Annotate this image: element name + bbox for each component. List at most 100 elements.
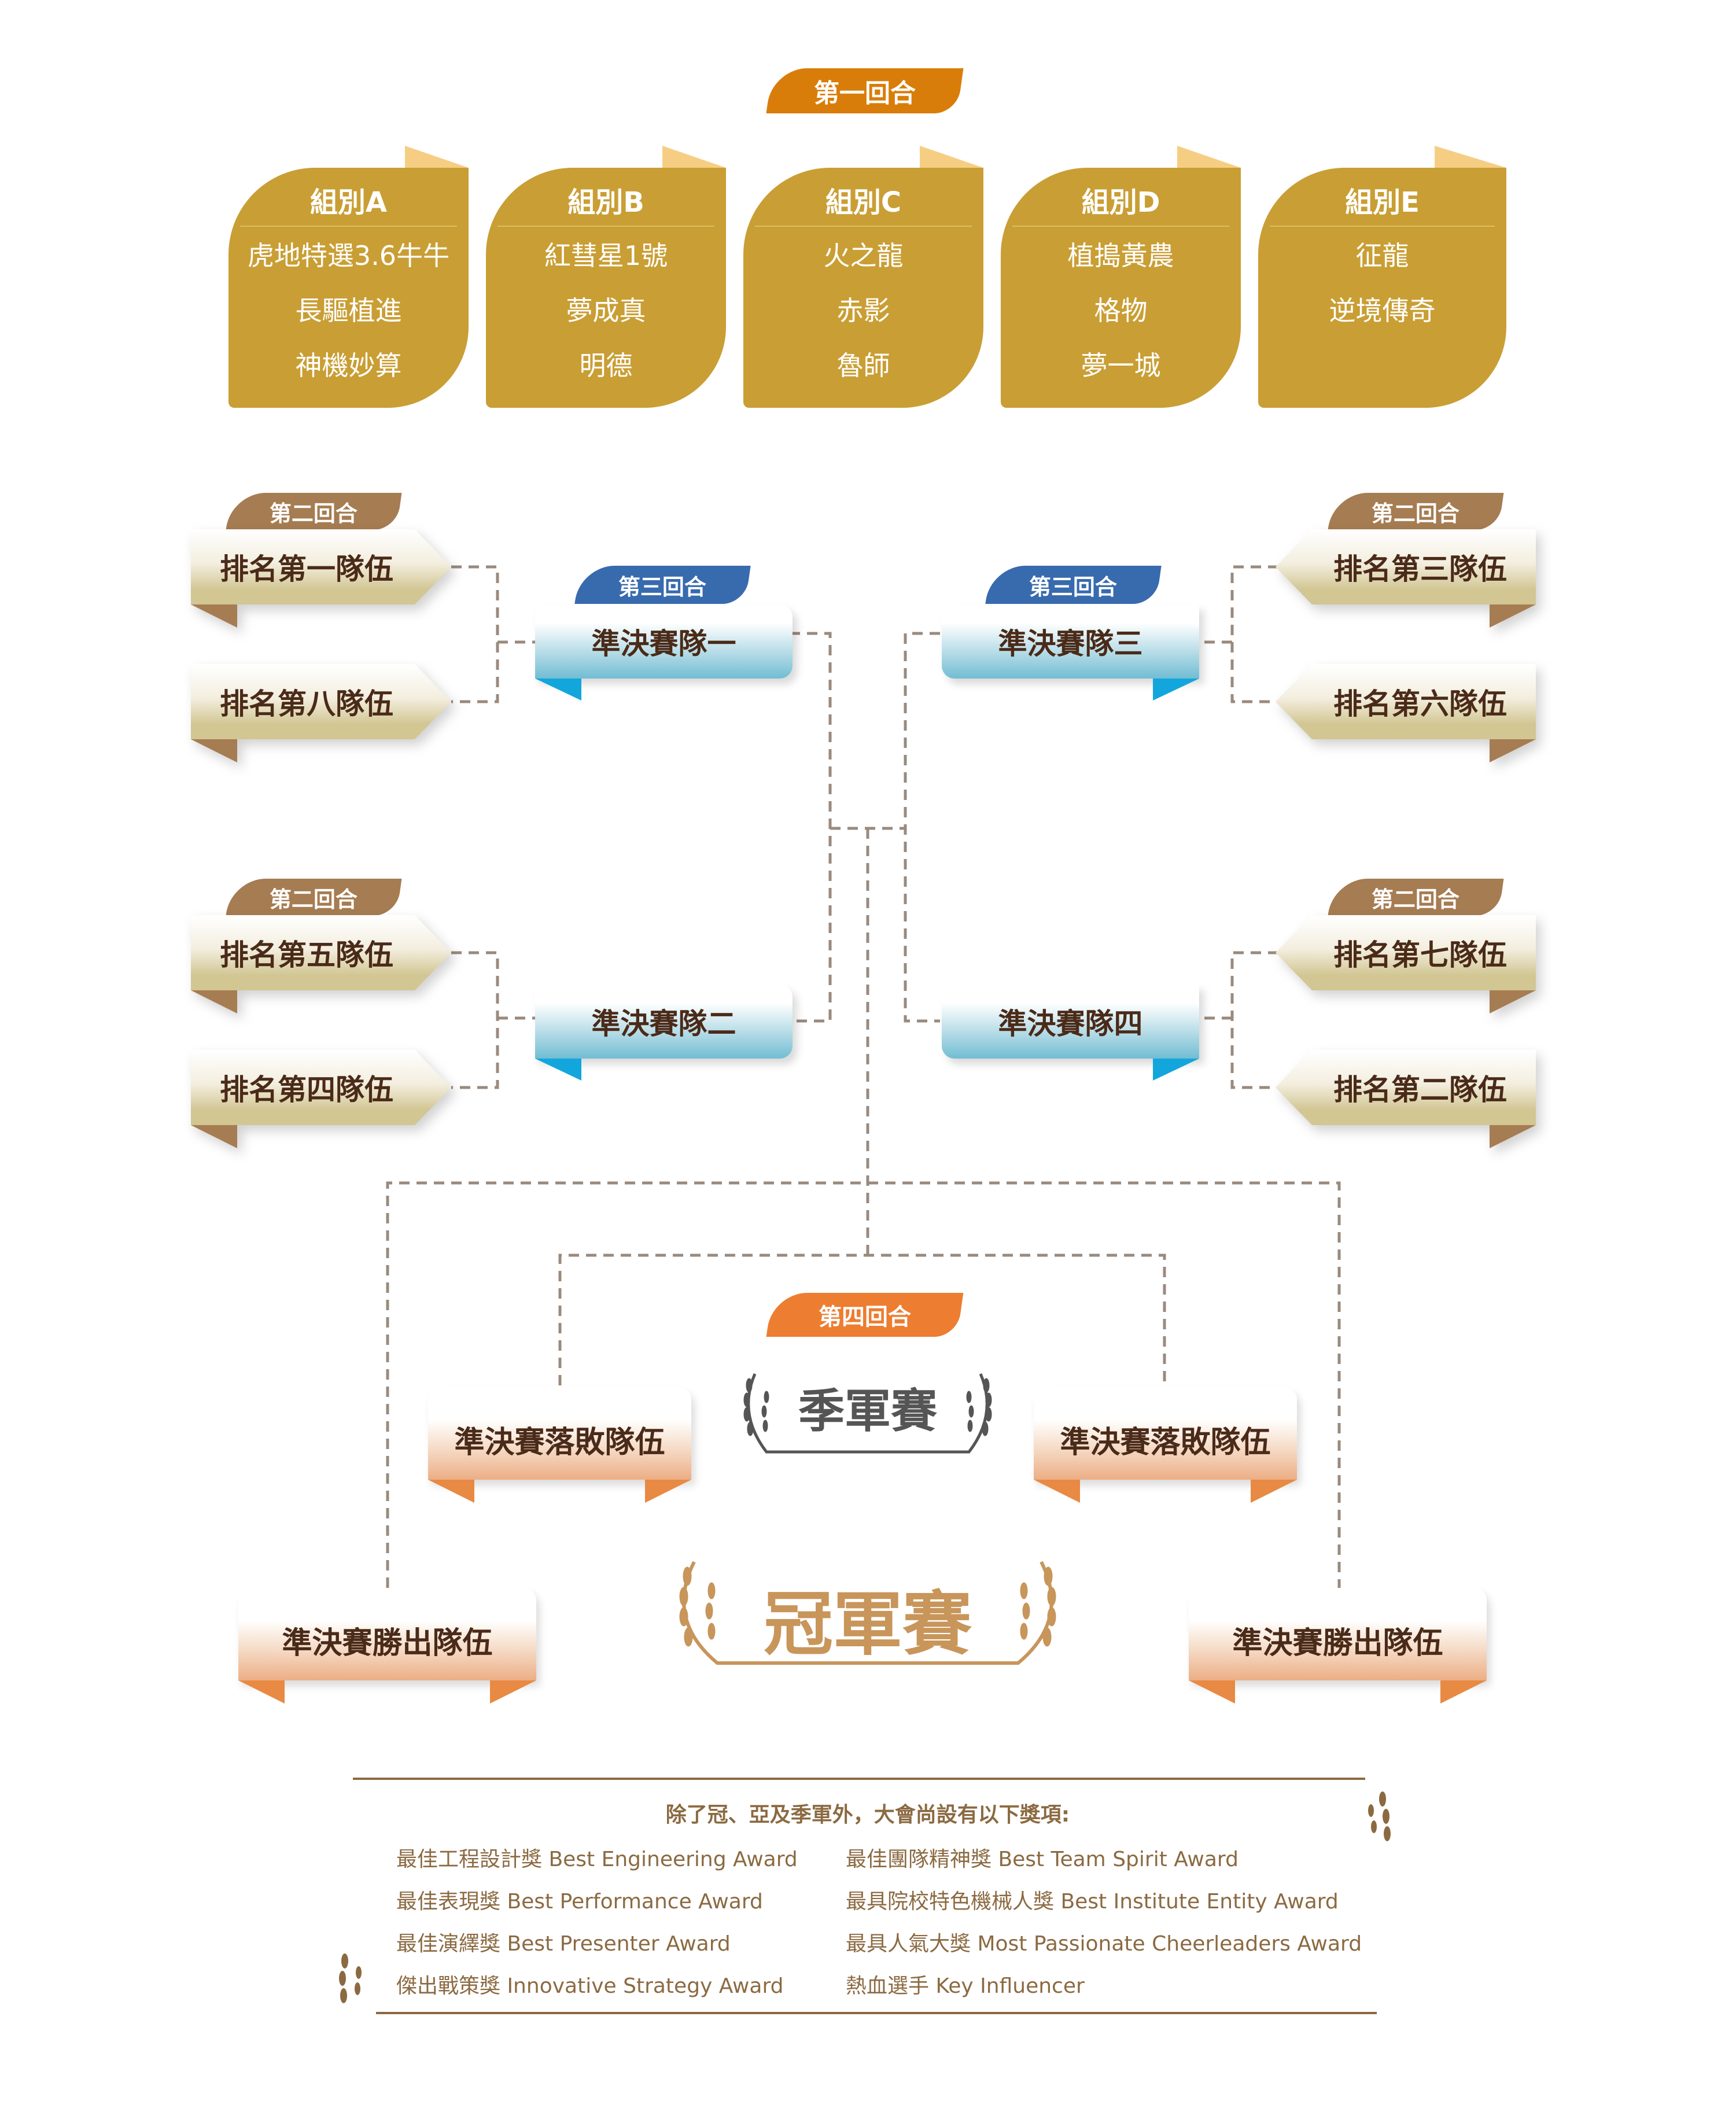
divider	[1270, 226, 1495, 227]
team-name: 夢成真	[566, 295, 646, 326]
award-item: 熱血選手 Key Influencer	[846, 1974, 1085, 1998]
group-card-e: 組別E 征龍 逆境傳奇	[1258, 168, 1506, 408]
connector-center	[830, 827, 905, 1255]
final-slot: 準決賽勝出隊伍	[1189, 1588, 1487, 1704]
slot-label: 排名第五隊伍	[220, 938, 393, 972]
slot-label: 準決賽隊三	[998, 627, 1143, 661]
slot-label: 排名第四隊伍	[220, 1073, 393, 1107]
team-name: 赤影	[836, 295, 890, 326]
slot-label: 準決賽隊一	[591, 627, 736, 661]
connector-semi-right	[904, 632, 940, 1023]
round2-tag-right-top: 第二回合	[1328, 493, 1504, 530]
connector-semi-left	[790, 632, 832, 1023]
round3-tag-right: 第三回合	[985, 566, 1162, 604]
divider	[755, 226, 972, 227]
divider	[1012, 226, 1229, 227]
award-item: 最具人氣大獎 Most Passionate Cheerleaders Awar…	[846, 1932, 1362, 1956]
award-item: 最佳表現獎 Best Performance Award	[396, 1890, 763, 1914]
round2-slot: 排名第八隊伍	[191, 664, 451, 762]
connector-right-bottom	[1197, 951, 1278, 1089]
slot-label: 排名第一隊伍	[220, 552, 393, 586]
award-item: 最佳演繹獎 Best Presenter Award	[396, 1932, 731, 1956]
final-title: 冠軍賽	[764, 1584, 972, 1665]
round4-tag: 第四回合	[766, 1293, 964, 1337]
fold-a	[405, 146, 469, 168]
connector-third	[558, 1254, 1166, 1385]
laurel-wreath-gold-icon	[679, 1561, 1056, 1665]
divider	[240, 226, 457, 227]
round2-slot: 排名第七隊伍	[1276, 915, 1536, 1013]
award-item: 最佳工程設計獎 Best Engineering Award	[396, 1848, 798, 1871]
slot-label: 排名第六隊伍	[1333, 687, 1507, 721]
laurel-wreath-gray-icon	[743, 1373, 992, 1454]
group-name: 組別B	[567, 186, 644, 219]
wheat-right	[966, 1378, 992, 1436]
team-name: 植搗黃農	[1067, 240, 1174, 271]
round2-slot: 排名第六隊伍	[1276, 664, 1536, 762]
round4-tag-label: 第四回合	[819, 1304, 911, 1330]
third-place-slot: 準決賽落敗隊伍	[1034, 1387, 1297, 1503]
slot-label: 準決賽隊四	[998, 1007, 1143, 1041]
connector-left-bottom	[451, 951, 535, 1089]
group-name: 組別C	[825, 186, 902, 219]
group-card-d: 組別D 植搗黃農 格物 夢一城	[1001, 168, 1241, 408]
team-name: 紅彗星1號	[544, 240, 668, 271]
connector-left-top	[451, 565, 535, 703]
team-name: 夢一城	[1081, 350, 1161, 381]
third-place-slot: 準決賽落敗隊伍	[428, 1387, 691, 1503]
fold-b	[662, 146, 726, 168]
slot-label: 準決賽落敗隊伍	[1060, 1425, 1271, 1460]
final-slot: 準決賽勝出隊伍	[238, 1588, 536, 1704]
team-name: 長驅植進	[295, 295, 402, 326]
round2-tag-left-top: 第二回合	[226, 493, 402, 530]
group-card-a: 組別A 虎地特選3.6牛牛 長驅植進 神機妙算	[228, 168, 469, 408]
round2-tag-right-bottom: 第二回合	[1328, 879, 1504, 916]
divider	[497, 226, 714, 227]
team-name: 明德	[579, 350, 633, 381]
wheat-icon-top-right	[1368, 1791, 1391, 1841]
semifinal-slot: 準決賽隊一	[535, 604, 793, 701]
team-name: 逆境傳奇	[1329, 295, 1436, 326]
awards-title: 除了冠、亞及季軍外，大會尚設有以下獎項:	[665, 1803, 1070, 1827]
wheat-right	[1020, 1566, 1056, 1647]
connector-right-top	[1197, 565, 1278, 703]
slot-label: 排名第八隊伍	[220, 687, 393, 721]
round2-slot: 排名第五隊伍	[191, 915, 451, 1013]
round2-slot: 排名第一隊伍	[191, 529, 451, 628]
round3-tag-label: 第三回合	[1029, 574, 1118, 600]
round2-slot: 排名第三隊伍	[1276, 529, 1536, 628]
team-name: 火之龍	[823, 240, 904, 271]
team-name: 征龍	[1355, 240, 1409, 271]
slot-label: 排名第七隊伍	[1333, 938, 1507, 972]
round2-tag-left-bottom: 第二回合	[226, 879, 402, 916]
wheat-left	[679, 1566, 716, 1647]
third-place-title: 季軍賽	[798, 1384, 937, 1438]
fold-e	[1435, 146, 1506, 168]
group-name: 組別E	[1345, 186, 1420, 219]
group-card-b: 組別B 紅彗星1號 夢成真 明德	[486, 168, 726, 408]
award-item: 最具院校特色機械人獎 Best Institute Entity Award	[846, 1890, 1339, 1914]
semifinal-slot: 準決賽隊二	[535, 985, 793, 1081]
slot-label: 排名第二隊伍	[1333, 1073, 1507, 1107]
round2-tag-label: 第二回合	[1372, 886, 1460, 912]
slot-label: 準決賽勝出隊伍	[282, 1625, 493, 1661]
round2-tag-label: 第二回合	[270, 500, 358, 526]
semifinal-slot: 準決賽隊三	[942, 604, 1199, 701]
awards-frame	[339, 1778, 1391, 2014]
team-name: 格物	[1094, 295, 1148, 326]
slot-label: 準決賽勝出隊伍	[1232, 1625, 1443, 1661]
award-item: 最佳團隊精神獎 Best Team Spirit Award	[846, 1848, 1239, 1871]
card-folds	[405, 146, 1506, 168]
semifinal-slot: 準決賽隊四	[942, 985, 1199, 1081]
group-name: 組別D	[1081, 186, 1160, 219]
round2-tag-label: 第二回合	[270, 886, 358, 912]
slot-label: 排名第三隊伍	[1333, 552, 1507, 586]
round3-tag-label: 第三回合	[618, 574, 707, 600]
fold-c	[920, 146, 983, 168]
award-item: 傑出戰策獎 Innovative Strategy Award	[396, 1974, 784, 1998]
round2-slot: 排名第二隊伍	[1276, 1050, 1536, 1148]
slot-label: 準決賽落敗隊伍	[454, 1425, 665, 1460]
group-card-c: 組別C 火之龍 赤影 魯師	[743, 168, 983, 408]
round2-slot: 排名第四隊伍	[191, 1050, 451, 1148]
